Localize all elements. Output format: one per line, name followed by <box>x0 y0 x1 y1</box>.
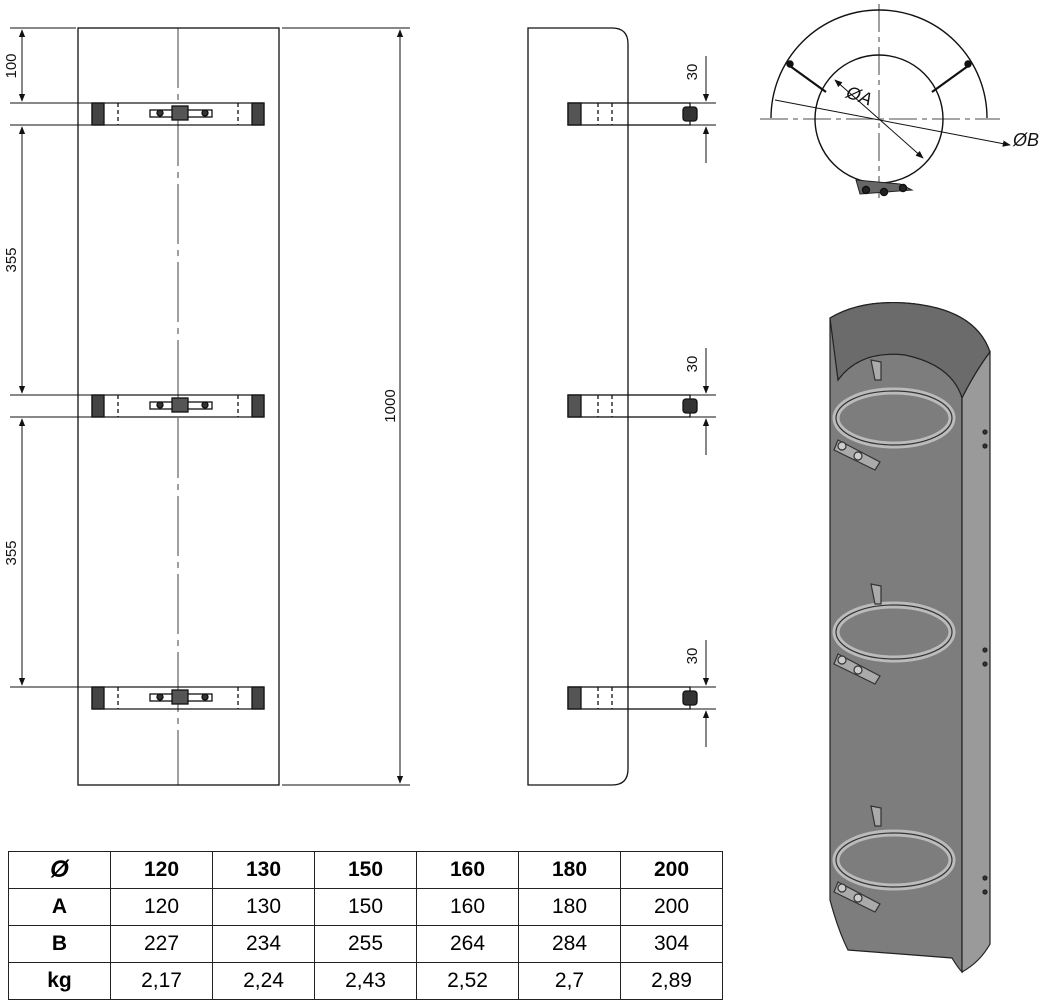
header-cell: 180 <box>518 851 621 889</box>
table-cell: 2,52 <box>416 962 519 1000</box>
table-cell: 2,43 <box>314 962 417 1000</box>
front-clamp-1 <box>91 102 265 126</box>
table-cell: 180 <box>518 888 621 926</box>
side-shield-outline <box>527 27 629 786</box>
header-diameter-symbol: Ø <box>8 851 111 889</box>
table-row: kg 2,17 2,24 2,43 2,52 2,7 2,89 <box>8 962 723 1000</box>
table-cell: 130 <box>212 888 315 926</box>
side-view <box>527 27 698 786</box>
dim-overall-height: 1000 <box>382 389 399 422</box>
front-clamp-2 <box>91 394 265 418</box>
dim-front-gap-1: 355 <box>3 247 20 272</box>
side-clamp-1 <box>567 102 698 126</box>
table-cell: 120 <box>110 888 213 926</box>
table-cell: 284 <box>518 925 621 963</box>
header-cell: 150 <box>314 851 417 889</box>
dim-front-gap-2: 355 <box>3 540 20 565</box>
side-clamp-2 <box>567 394 698 418</box>
row-label-kg: kg <box>8 962 111 1000</box>
label-diameter-a: ØA <box>843 82 875 110</box>
table-cell: 304 <box>620 925 723 963</box>
table-cell: 2,89 <box>620 962 723 1000</box>
table-cell: 160 <box>416 888 519 926</box>
dim-clamp-height-2: 30 <box>684 356 701 373</box>
table-cell: 200 <box>620 888 723 926</box>
row-label-b: B <box>8 925 111 963</box>
side-clamp-3 <box>567 686 698 710</box>
table-cell: 234 <box>212 925 315 963</box>
table-row: B 227 234 255 264 284 304 <box>8 925 723 963</box>
iso-shield-edge <box>961 350 991 974</box>
clamp-height-dimensions <box>690 56 716 747</box>
iso-clamp-1 <box>832 359 956 471</box>
front-clamp-3 <box>91 686 265 710</box>
table-cell: 150 <box>314 888 417 926</box>
table-row: A 120 130 150 160 180 200 <box>8 888 723 926</box>
header-cell: 130 <box>212 851 315 889</box>
dim-clamp-height-3: 30 <box>684 648 701 665</box>
front-view <box>77 27 280 786</box>
label-diameter-b: ØB <box>1012 130 1039 150</box>
iso-clamp-3 <box>832 805 956 913</box>
isometric-view <box>829 301 991 974</box>
iso-clamp-2 <box>832 583 956 685</box>
specifications-table: Ø 120 130 150 160 180 200 A 120 130 150 … <box>8 851 723 1000</box>
table-cell: 2,7 <box>518 962 621 1000</box>
table-cell: 227 <box>110 925 213 963</box>
table-cell: 255 <box>314 925 417 963</box>
left-dimension-chain <box>10 27 92 688</box>
diameter-a-line <box>834 79 924 159</box>
diameter-b-line <box>774 99 1011 147</box>
row-label-a: A <box>8 888 111 926</box>
top-view <box>760 4 1011 198</box>
overall-height-dimension <box>282 27 410 786</box>
header-cell: 120 <box>110 851 213 889</box>
dim-front-top: 100 <box>3 53 20 78</box>
table-header-row: Ø 120 130 150 160 180 200 <box>8 851 723 889</box>
header-cell: 200 <box>620 851 723 889</box>
table-cell: 2,17 <box>110 962 213 1000</box>
header-cell: 160 <box>416 851 519 889</box>
dim-clamp-height-1: 30 <box>684 64 701 81</box>
front-shield-outline <box>77 27 280 786</box>
table-cell: 264 <box>416 925 519 963</box>
table-cell: 2,24 <box>212 962 315 1000</box>
